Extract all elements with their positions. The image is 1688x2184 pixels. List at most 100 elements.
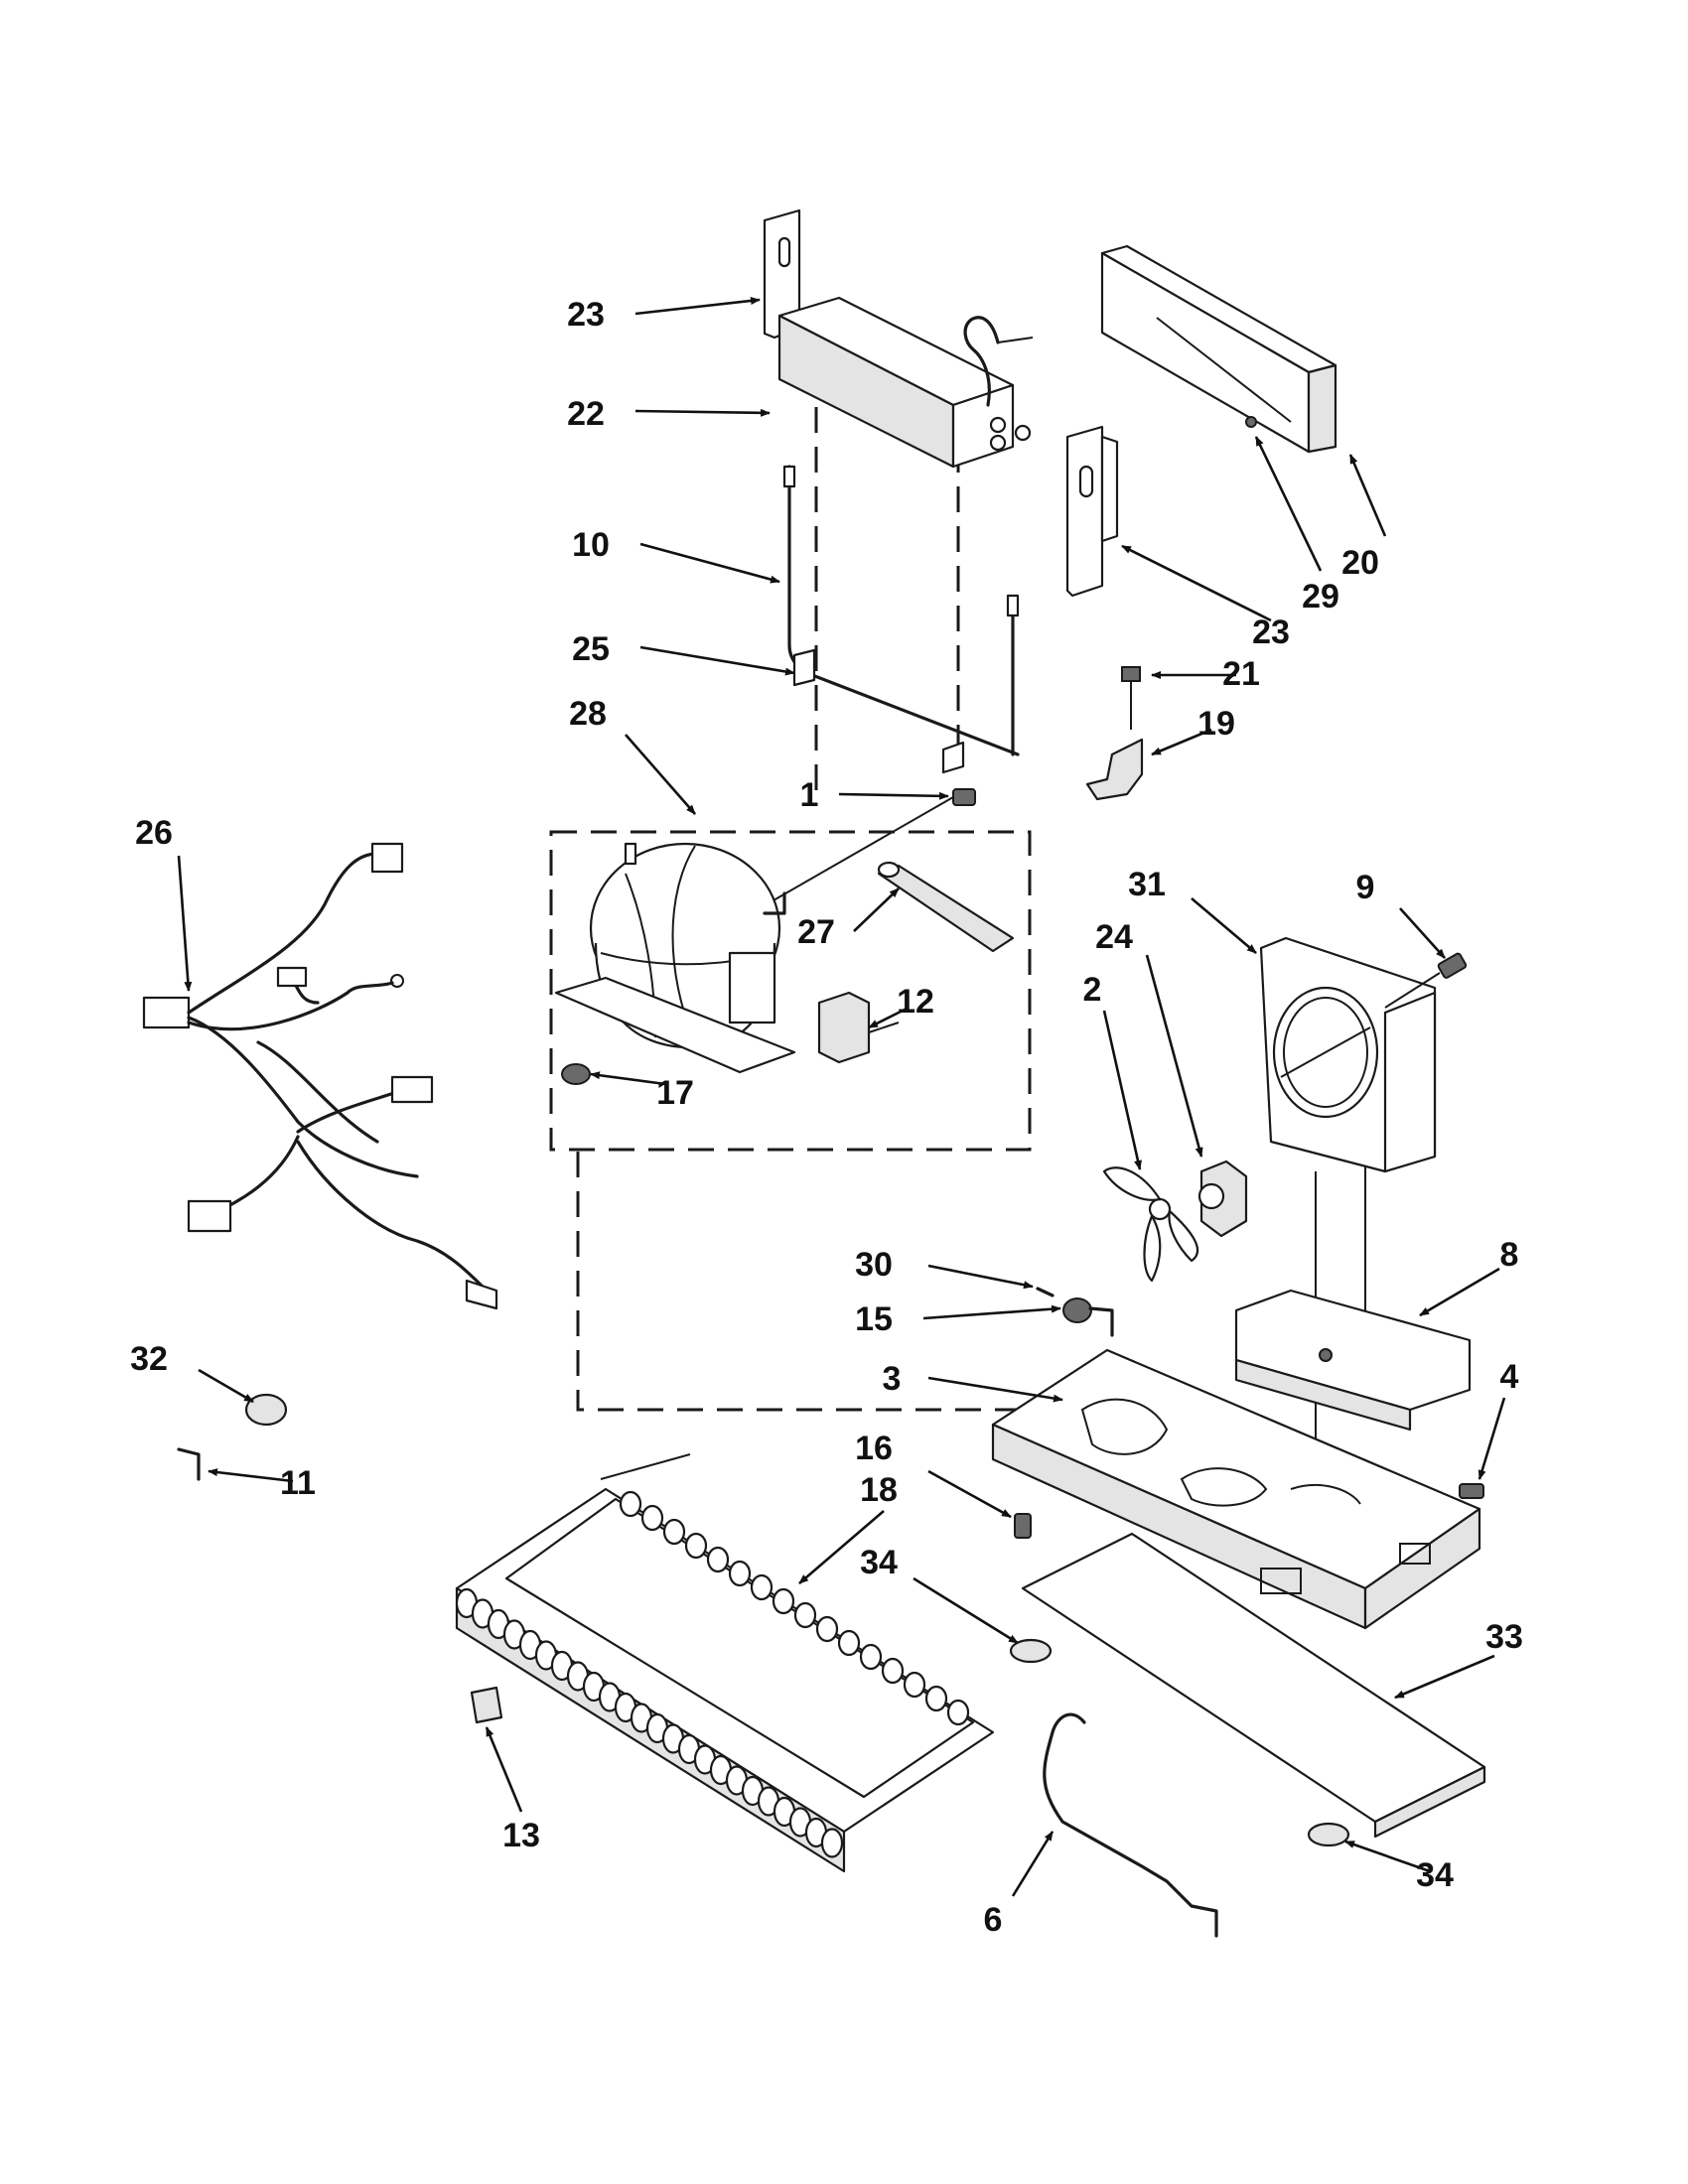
callout-21: 21 bbox=[1222, 655, 1260, 693]
screw-part-21 bbox=[1121, 666, 1141, 730]
leader-arrow-23 bbox=[1121, 544, 1272, 622]
coil-loop-top bbox=[772, 1587, 795, 1615]
clip-part-19 bbox=[1085, 738, 1144, 801]
coil-loop-top bbox=[706, 1546, 730, 1573]
coil-loop-top bbox=[946, 1699, 970, 1726]
part-32 bbox=[244, 1393, 288, 1427]
callout-18: 18 bbox=[860, 1471, 898, 1509]
callout-33: 33 bbox=[1485, 1618, 1523, 1656]
coil-loop-top bbox=[640, 1504, 664, 1532]
leader-arrow-6 bbox=[1011, 1831, 1055, 1897]
callout-17: 17 bbox=[656, 1074, 694, 1112]
screw-part-1 bbox=[759, 788, 976, 909]
bracket-part-23-left bbox=[763, 208, 801, 340]
callout-13: 13 bbox=[502, 1817, 540, 1854]
bracket-part-25b bbox=[941, 741, 965, 774]
foot-part-34-upper bbox=[1009, 1638, 1053, 1664]
callout-11: 11 bbox=[280, 1464, 316, 1502]
wire-harness-part-26 bbox=[142, 842, 498, 1310]
spring-part-30 bbox=[1036, 1287, 1055, 1297]
leader-arrow-19 bbox=[1151, 728, 1212, 756]
callout-31: 31 bbox=[1128, 866, 1166, 903]
callout-24: 24 bbox=[1095, 918, 1133, 956]
leader-arrow-24 bbox=[1145, 954, 1203, 1158]
clip-part-13 bbox=[470, 1686, 503, 1724]
leader-arrow-20 bbox=[1348, 454, 1387, 537]
fan-shroud-part-31 bbox=[1259, 936, 1437, 1173]
callout-4: 4 bbox=[1500, 1358, 1519, 1396]
callout-9: 9 bbox=[1356, 869, 1375, 906]
coil-loop-top bbox=[837, 1629, 861, 1657]
leader-arrow-15 bbox=[922, 1304, 1061, 1320]
leader-arrow-25 bbox=[639, 645, 795, 676]
part-15 bbox=[1062, 1297, 1114, 1337]
coil-loop-top bbox=[793, 1601, 817, 1629]
leader-arrow-23 bbox=[634, 297, 761, 316]
rod-part-6 bbox=[1043, 1712, 1218, 1938]
coil-loop-top bbox=[684, 1532, 708, 1560]
shield-plate-part-33 bbox=[1021, 1532, 1486, 1839]
relay-part-12 bbox=[817, 991, 900, 1064]
grommet-part-17 bbox=[561, 1063, 591, 1085]
coil-loop bbox=[820, 1828, 844, 1858]
drain-tube-part-10 bbox=[782, 465, 1020, 756]
fan-blade-part-2 bbox=[1102, 1166, 1198, 1283]
leader-arrow-34 bbox=[913, 1576, 1019, 1645]
leader-arrow-13 bbox=[485, 1726, 523, 1813]
leader-arrow-27 bbox=[853, 887, 900, 932]
coil-loop-top bbox=[750, 1573, 774, 1601]
callout-22: 22 bbox=[567, 395, 605, 433]
callout-2: 2 bbox=[1083, 971, 1102, 1009]
callout-32: 32 bbox=[130, 1340, 168, 1378]
callout-10: 10 bbox=[572, 526, 610, 564]
fan-motor-part-24 bbox=[1197, 1160, 1248, 1238]
compressor-part-28 bbox=[554, 842, 796, 1074]
leader-arrow-34 bbox=[1344, 1840, 1431, 1873]
callout-12: 12 bbox=[897, 983, 934, 1021]
bracket-part-23-right bbox=[1065, 425, 1119, 598]
leader-arrow-32 bbox=[198, 1368, 254, 1404]
leader-arrow-33 bbox=[1394, 1654, 1495, 1700]
coil-loop-top bbox=[881, 1657, 905, 1685]
leader-arrow-12 bbox=[868, 1006, 910, 1029]
screw-part-16 bbox=[1014, 1513, 1032, 1539]
leader-arrow-29 bbox=[1254, 436, 1323, 572]
leader-arrow-26 bbox=[177, 855, 193, 992]
screw-part-9 bbox=[1384, 952, 1468, 1009]
dryer-part-27 bbox=[877, 861, 1015, 953]
leader-arrow-4 bbox=[1477, 1397, 1506, 1480]
leader-arrow-28 bbox=[625, 734, 696, 815]
bracket-part-25 bbox=[792, 648, 816, 687]
coil-loop-top bbox=[924, 1685, 948, 1712]
callout-34: 34 bbox=[860, 1544, 898, 1581]
callout-25: 25 bbox=[572, 630, 610, 668]
leader-arrow-22 bbox=[634, 408, 771, 417]
callout-30: 30 bbox=[855, 1246, 893, 1284]
coil-loop-top bbox=[903, 1671, 926, 1699]
leader-arrow-11 bbox=[208, 1468, 294, 1483]
connector-dashed-line bbox=[576, 1152, 1062, 1412]
coil-loop-top bbox=[619, 1490, 642, 1518]
shield-part-20 bbox=[1100, 244, 1337, 454]
screw-part-29 bbox=[1245, 416, 1257, 428]
coil-loop-top bbox=[859, 1643, 883, 1671]
callout-23: 23 bbox=[567, 296, 605, 334]
leader-arrow-1 bbox=[838, 791, 949, 800]
callout-34: 34 bbox=[1416, 1856, 1454, 1894]
coil-loops bbox=[455, 1490, 970, 1858]
callout-1: 1 bbox=[800, 776, 819, 814]
leader-arrow-2 bbox=[1102, 1010, 1142, 1170]
leader-arrow-17 bbox=[590, 1071, 666, 1086]
leader-arrow-16 bbox=[927, 1469, 1012, 1519]
callout-29: 29 bbox=[1302, 578, 1339, 615]
callout-26: 26 bbox=[135, 814, 173, 852]
coil-loop-top bbox=[662, 1518, 686, 1546]
leader-arrow-31 bbox=[1191, 897, 1257, 954]
callout-8: 8 bbox=[1500, 1236, 1519, 1274]
callout-27: 27 bbox=[797, 913, 835, 951]
assembly-line bbox=[600, 1453, 691, 1480]
base-plate-part-3 bbox=[991, 1348, 1481, 1630]
leader-arrow-30 bbox=[927, 1264, 1034, 1290]
